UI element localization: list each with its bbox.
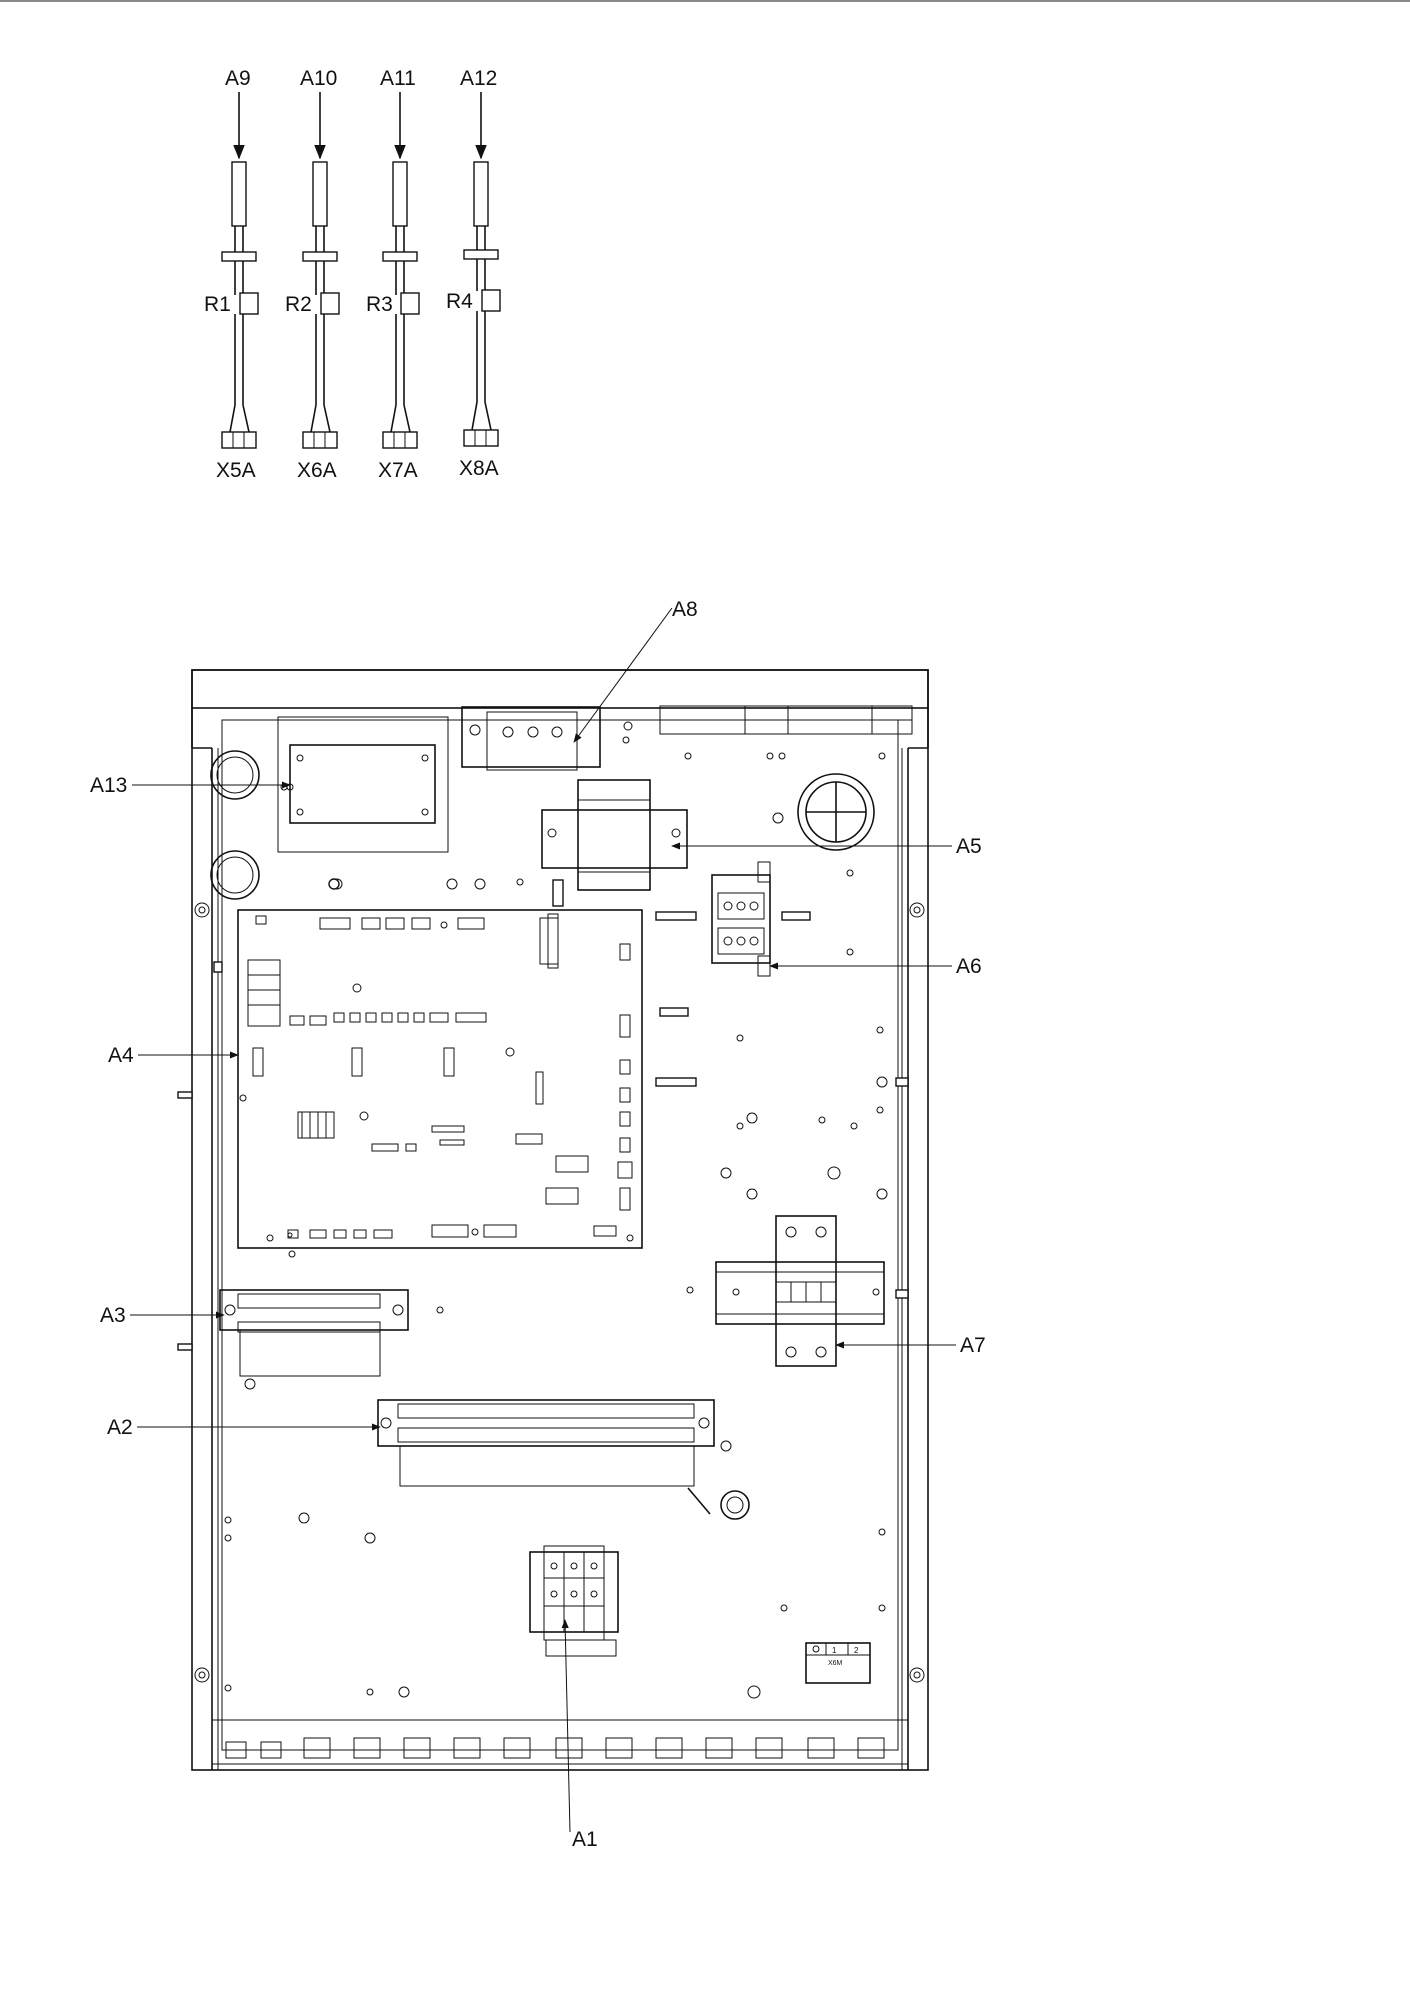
knockout-plug (797, 773, 875, 851)
connector-label: X8A (459, 457, 499, 480)
component-a3-terminal (219, 1289, 409, 1377)
callout-a4: A4 (108, 1044, 134, 1067)
earth-screw (687, 1487, 750, 1520)
component-a5-transformer (541, 779, 688, 891)
sensor-top-label: A12 (460, 67, 497, 90)
bottom-cable-clamps (211, 1719, 909, 1765)
component-a4-pcb (237, 909, 643, 1249)
terminal-title: X6M (828, 1660, 843, 1667)
callout-a13: A13 (90, 774, 127, 797)
callout-a6: A6 (956, 955, 982, 978)
callout-a5: A5 (956, 835, 982, 858)
component-a7-din-rail (715, 1215, 885, 1367)
component-a13 (277, 716, 449, 853)
terminal-x6m: 1 2 X6M (805, 1642, 871, 1684)
side-screws (194, 902, 925, 1683)
switch-box: 1 2 X6M (177, 669, 929, 1771)
component-a1-power-terminal (529, 1545, 619, 1657)
callout-a1: A1 (572, 1828, 598, 1851)
mounting-plate (221, 719, 899, 1751)
callout-a2: A2 (107, 1416, 133, 1439)
sensor-cable-3: A11 R3 X7A (366, 67, 420, 482)
terminal-pin-2: 2 (854, 1646, 859, 1655)
component-a8 (461, 706, 601, 771)
callout-a3: A3 (100, 1304, 126, 1327)
mounting-holes (224, 721, 888, 1699)
component-a6-relay (711, 861, 771, 977)
small-studs (177, 878, 909, 1351)
sensor-top-label: A11 (380, 67, 416, 90)
resistor-label: R3 (366, 293, 393, 316)
connector-label: X5A (216, 459, 256, 482)
sensor-cable-1: A9 R1 X5A (204, 67, 259, 482)
sensor-cable-4: A12 R4 X8A (446, 67, 501, 480)
sensor-cables: A9 R1 X5A A10 R2 (204, 67, 501, 482)
cable-clips (552, 879, 811, 1087)
resistor-label: R2 (285, 293, 312, 316)
resistor-label: R4 (446, 290, 473, 313)
top-vents (659, 705, 913, 735)
cable-grommets (210, 750, 260, 900)
connector-label: X6A (297, 459, 337, 482)
connector-label: X7A (378, 459, 418, 482)
callout-a8: A8 (672, 598, 698, 621)
callouts: A8 A13 A5 A6 A4 A3 A7 A2 A1 (90, 598, 986, 1851)
sensor-top-label: A9 (225, 67, 251, 90)
terminal-pin-1: 1 (832, 1646, 837, 1655)
resistor-label: R1 (204, 293, 231, 316)
component-a2-terminal (377, 1399, 715, 1487)
sensor-top-label: A10 (300, 67, 337, 90)
sensor-cable-2: A10 R2 X6A (285, 67, 340, 482)
callout-a7: A7 (960, 1334, 986, 1357)
box-top-flange (191, 669, 929, 709)
